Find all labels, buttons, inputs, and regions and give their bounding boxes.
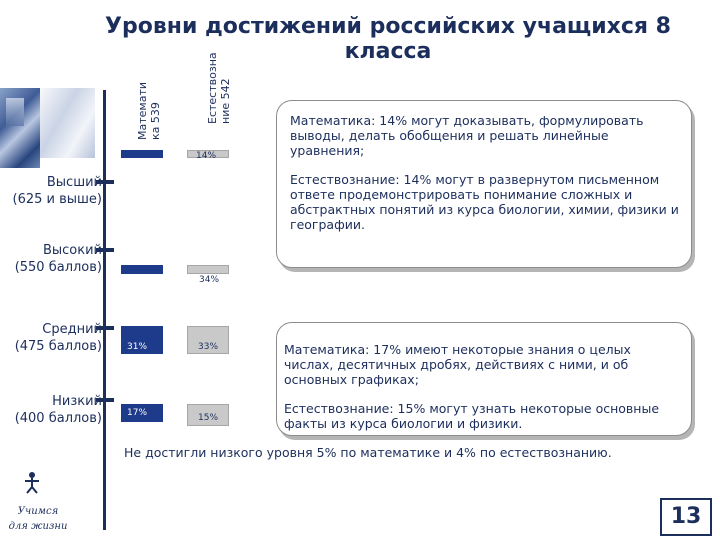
level-score: (475 баллов) (14, 339, 102, 354)
logo: Учимся для жизни (4, 504, 72, 534)
math-header-line1: Математи (136, 81, 149, 140)
science-segment-highest: 14% (187, 150, 229, 161)
axis-tick-low (96, 398, 114, 402)
science-column-header: Естествозна ние 542 (206, 52, 232, 124)
decorative-photo (0, 88, 40, 168)
level-name: Высокий (42, 243, 102, 258)
axis-tick-high (96, 180, 114, 184)
math-pct-medium: 31% (127, 342, 148, 352)
level-label-low: Низкий (400 баллов) (15, 393, 102, 427)
callout-high-math: Математика: 14% могут доказывать, формул… (290, 113, 644, 158)
callout-low-science: Естествознание: 15% могут узнать некотор… (284, 401, 660, 431)
math-segment-medium: 31% (121, 326, 163, 354)
math-header-line2: ка 539 (149, 102, 162, 140)
science-header-line2: ние 542 (219, 78, 232, 124)
callout-low-math: Математика: 17% имеют некоторые знания о… (284, 342, 631, 387)
page-number: 13 (660, 498, 712, 536)
math-pct-low: 17% (127, 408, 148, 418)
level-label-highest: Высший (625 и выше) (13, 174, 103, 208)
level-axis (103, 90, 106, 530)
science-segment-high (187, 265, 229, 274)
axis-tick-advanced (96, 248, 114, 252)
science-pct-low: 15% (198, 413, 219, 423)
level-score: (625 и выше) (12, 192, 103, 207)
science-header-line1: Естествозна (206, 52, 219, 124)
axis-tick-intermediate (96, 326, 114, 330)
level-name: Средний (42, 322, 102, 337)
callout-high-science: Естествознание: 14% могут в развернутом … (290, 172, 679, 232)
math-column-header: Математи ка 539 (136, 82, 162, 140)
math-segment-highest (121, 150, 163, 158)
level-label-medium: Средний (475 баллов) (15, 321, 102, 355)
science-segment-low: 15% (187, 404, 229, 426)
science-pct-medium: 33% (198, 342, 219, 352)
science-pct-high: 34% (199, 275, 220, 285)
level-label-high: Высокий (550 баллов) (15, 242, 102, 276)
level-score: (400 баллов) (14, 411, 102, 426)
decorative-photo-overlay (40, 88, 95, 158)
slide-title: Уровни достижений российских учащихся 8 … (105, 14, 671, 64)
science-pct-highest: 14% (196, 151, 217, 161)
logo-line1: Учимся (17, 506, 59, 517)
level-name: Высший (46, 175, 102, 190)
footnote: Не достигли низкого уровня 5% по математ… (124, 445, 612, 460)
math-segment-high (121, 265, 163, 274)
level-name: Низкий (52, 394, 102, 409)
logo-figure-icon (25, 472, 39, 494)
callout-low-level (276, 322, 692, 436)
callout-high-level (276, 100, 692, 268)
level-score: (550 баллов) (14, 260, 102, 275)
science-segment-medium: 33% (187, 326, 229, 354)
logo-line2: для жизни (8, 521, 68, 532)
math-segment-low: 17% (121, 404, 163, 422)
